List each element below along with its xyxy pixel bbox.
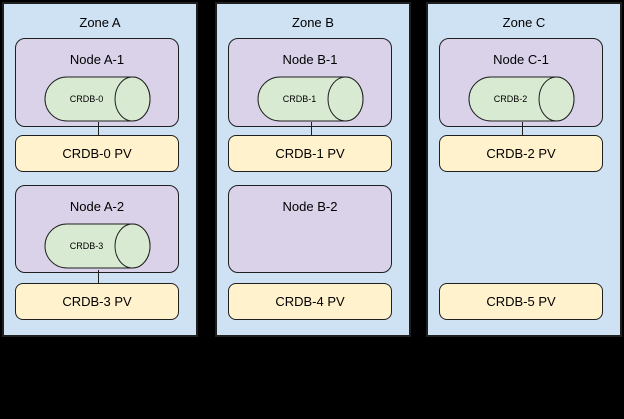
connector-line xyxy=(522,122,523,135)
zone-a-label: Zone A xyxy=(79,15,121,30)
pv-crdb-3: CRDB-3 PV xyxy=(15,283,179,320)
pv-crdb-0-label: CRDB-0 PV xyxy=(62,146,132,161)
pv-crdb-4: CRDB-4 PV xyxy=(228,283,392,320)
crdb-2-label: CRDB-2 xyxy=(493,94,528,104)
crdb-1-cylinder: CRDB-1 xyxy=(257,76,365,122)
node-a-2: Node A-2 CRDB-3 xyxy=(15,185,179,273)
zone-c: Zone C Node C-1 CRDB-2 CRDB-2 PV CRDB-5 … xyxy=(426,2,622,337)
node-b-2-label: Node B-2 xyxy=(282,199,338,214)
pv-crdb-5: CRDB-5 PV xyxy=(439,283,603,320)
zone-c-label: Zone C xyxy=(502,15,546,30)
crdb-0-cylinder: CRDB-0 xyxy=(44,76,152,122)
connector-line xyxy=(98,122,99,135)
node-a-1-label: Node A-1 xyxy=(69,52,125,67)
node-b-1-label: Node B-1 xyxy=(282,52,338,67)
pv-crdb-1: CRDB-1 PV xyxy=(228,135,392,172)
crdb-1-label: CRDB-1 xyxy=(282,94,317,104)
zone-a: Zone A Node A-1 CRDB-0 CRDB-0 PV Node A-… xyxy=(2,2,198,337)
database-cylinder-icon xyxy=(257,76,364,122)
crdb-2-cylinder: CRDB-2 xyxy=(468,76,576,122)
crdb-0-label: CRDB-0 xyxy=(69,94,104,104)
pv-crdb-1-label: CRDB-1 PV xyxy=(275,146,345,161)
node-b-1: Node B-1 CRDB-1 xyxy=(228,38,392,127)
node-c-1: Node C-1 CRDB-2 xyxy=(439,38,603,127)
pv-crdb-0: CRDB-0 PV xyxy=(15,135,179,172)
node-a-1: Node A-1 CRDB-0 xyxy=(15,38,179,127)
node-b-2: Node B-2 xyxy=(228,185,392,273)
database-cylinder-icon xyxy=(44,223,151,269)
node-a-2-label: Node A-2 xyxy=(69,199,125,214)
database-cylinder-icon xyxy=(44,76,151,122)
pv-crdb-2-label: CRDB-2 PV xyxy=(486,146,556,161)
pv-crdb-5-label: CRDB-5 PV xyxy=(486,294,556,309)
crdb-3-cylinder: CRDB-3 xyxy=(44,223,152,269)
zone-b-label: Zone B xyxy=(292,15,334,30)
node-c-1-label: Node C-1 xyxy=(493,52,549,67)
pv-crdb-2: CRDB-2 PV xyxy=(439,135,603,172)
connector-line xyxy=(98,270,99,283)
zone-b: Zone B Node B-1 CRDB-1 CRDB-1 PV Node B-… xyxy=(215,2,411,337)
database-cylinder-icon xyxy=(468,76,575,122)
crdb-3-label: CRDB-3 xyxy=(69,241,104,251)
pv-crdb-4-label: CRDB-4 PV xyxy=(275,294,345,309)
pv-crdb-3-label: CRDB-3 PV xyxy=(62,294,132,309)
connector-line xyxy=(311,122,312,135)
